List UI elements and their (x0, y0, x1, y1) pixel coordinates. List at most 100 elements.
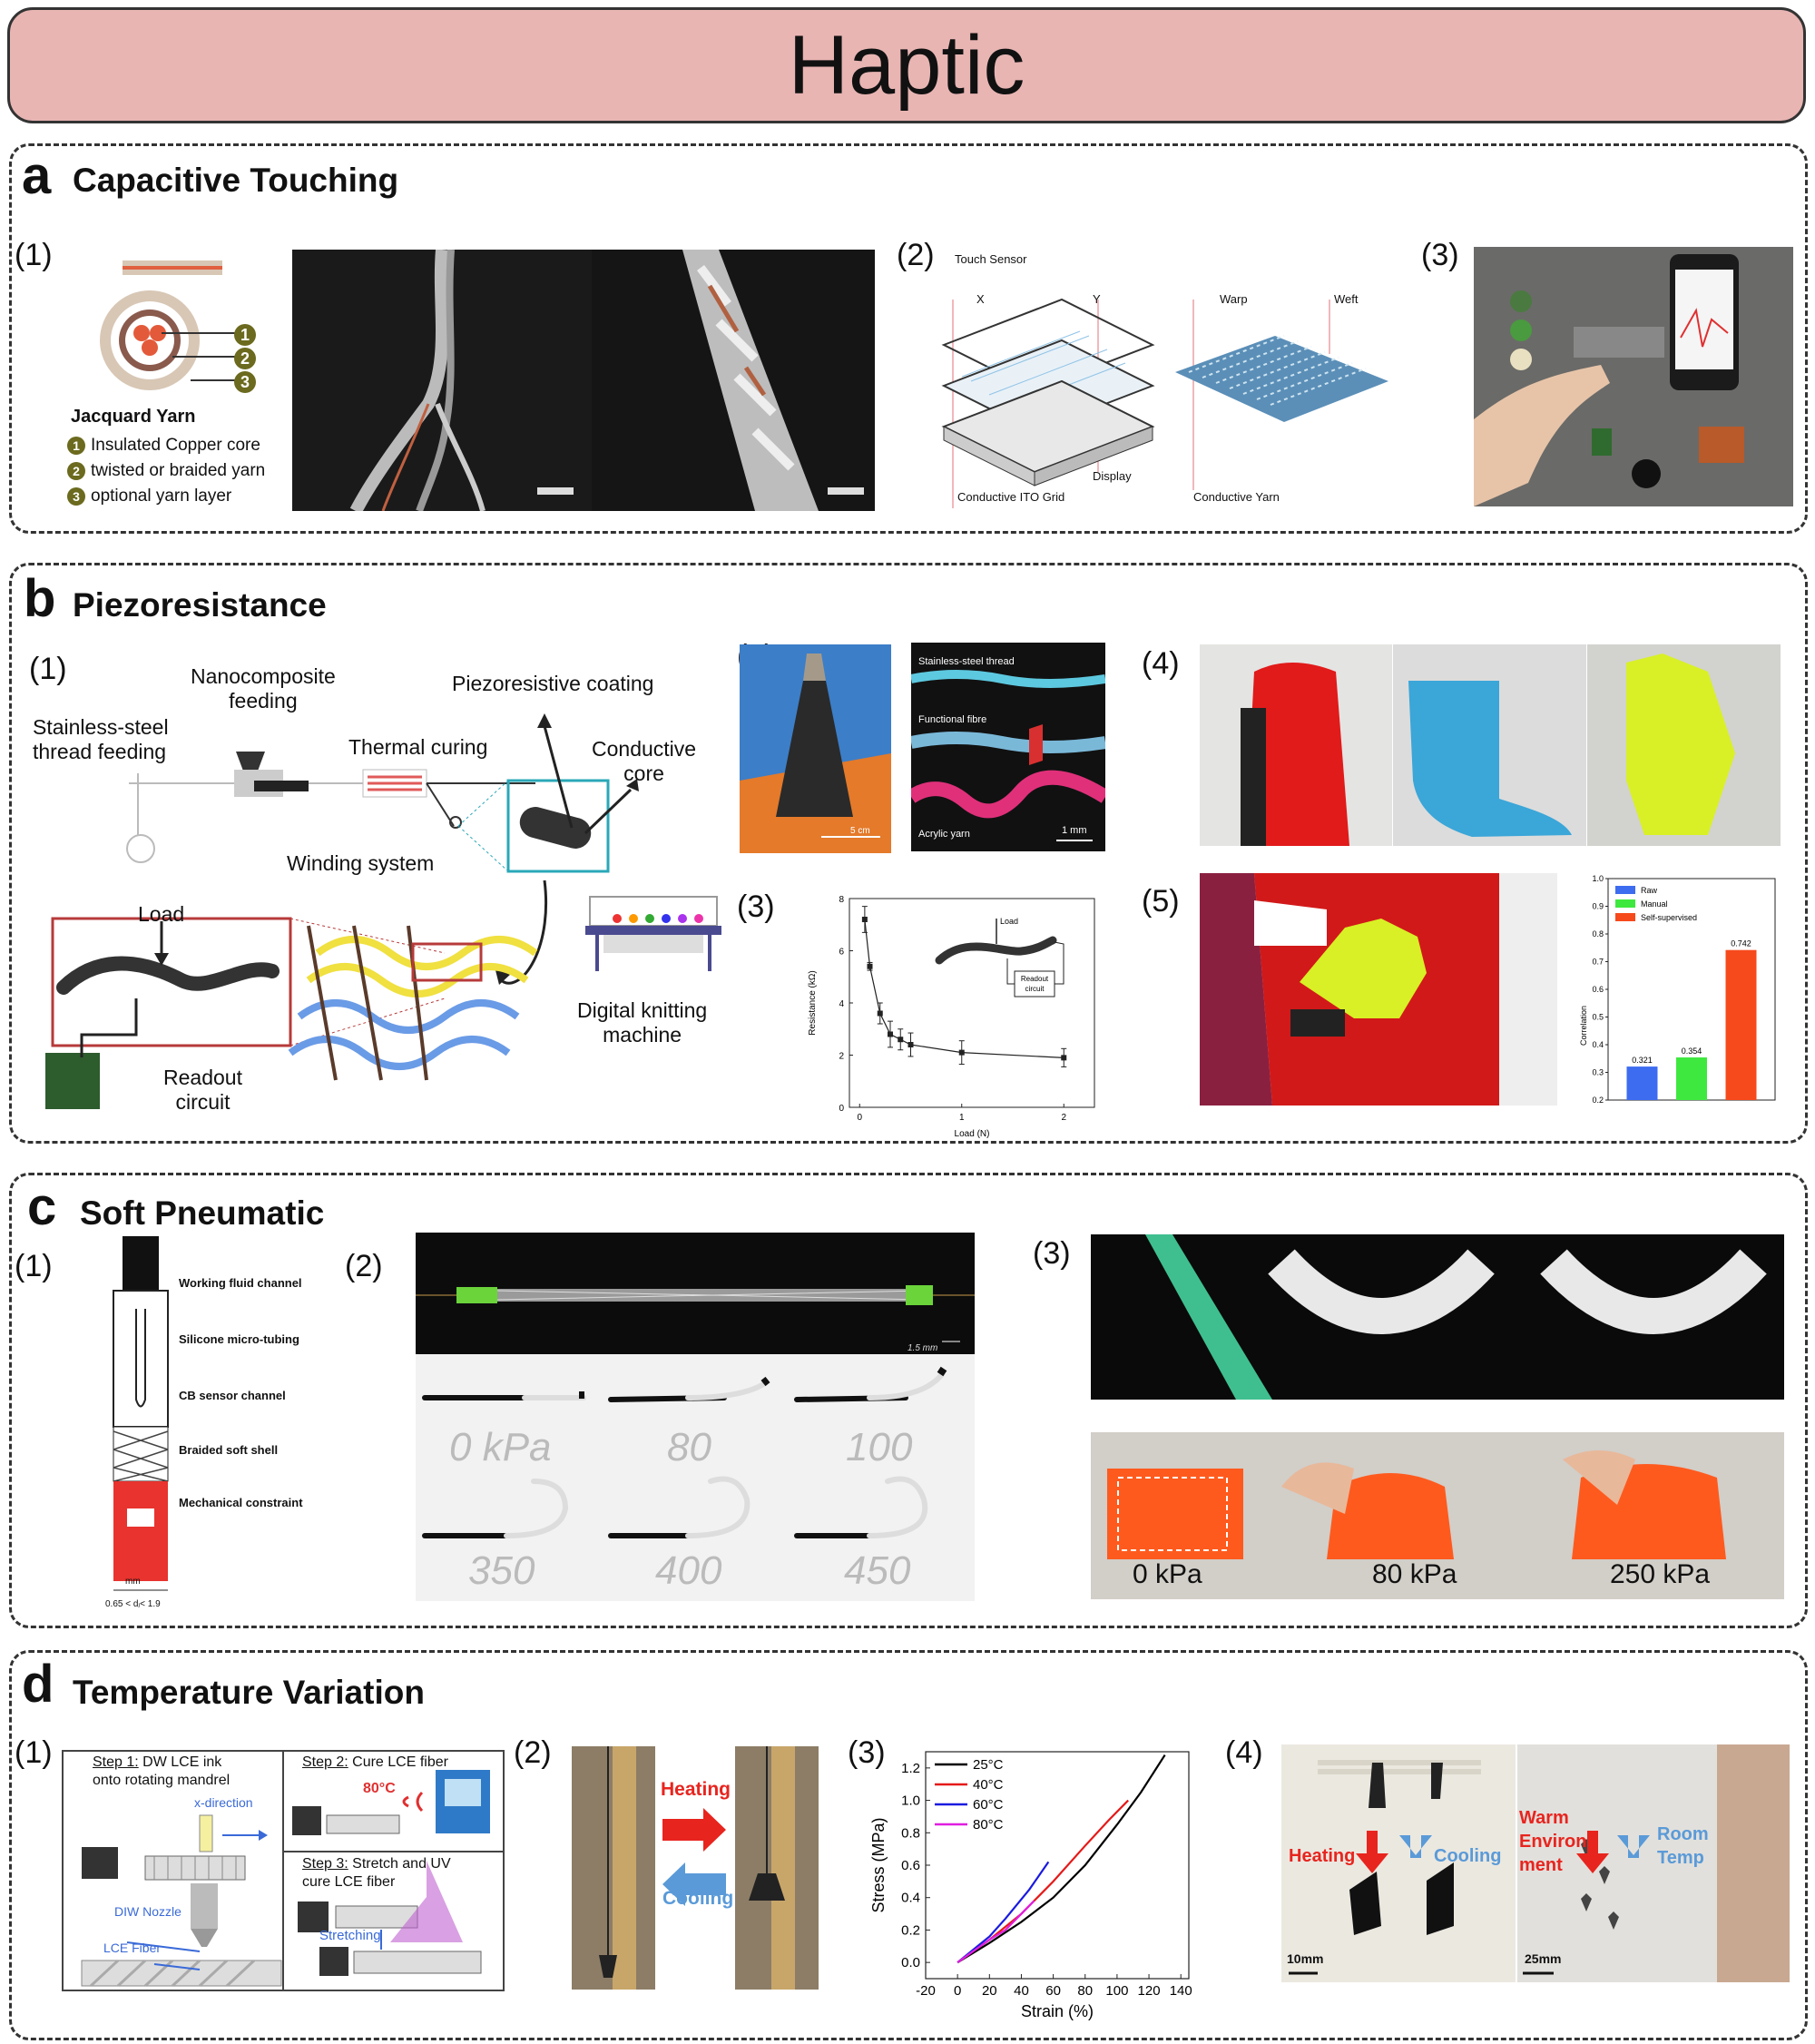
yarn-item-text: optional yarn layer (91, 486, 232, 506)
data-point (867, 963, 873, 969)
bar (1626, 1066, 1658, 1100)
knitting-machine-label: Digital knitting machine (577, 998, 708, 1047)
pressure-label-450: 450 (844, 1548, 911, 1593)
legend-label: 25°C (973, 1757, 1004, 1773)
glove-on-chest-photo (1200, 873, 1557, 1106)
yarn-number-1: 1 (234, 324, 256, 346)
y-axis-label: Resistance (kΩ) (808, 970, 818, 1035)
x-axis-label: Strain (%) (1021, 2002, 1094, 2020)
panel-b-sub5: (5) (1142, 884, 1180, 919)
bar (1725, 949, 1757, 1100)
pressure-label-0: 0 kPa (449, 1425, 552, 1469)
yarn-micrograph-1 (292, 250, 592, 511)
x-tick-label: 120 (1138, 1983, 1161, 1999)
x-tick-label: 40 (1014, 1983, 1029, 1999)
step2-label: Step 2: (302, 1754, 348, 1770)
y-axis-label: Correlation (1579, 1006, 1588, 1046)
display-label: Display (1093, 469, 1132, 483)
y-axis-label: Stress (MPa) (869, 1817, 888, 1912)
y-tick-label: 0.3 (1592, 1068, 1604, 1077)
ito-grid-label: Conductive ITO Grid (957, 490, 1065, 504)
panel-a-sub2: (2) (897, 238, 935, 272)
panel-a-sub3: (3) (1421, 238, 1459, 272)
yarn-item-2: 2 twisted or braided yarn (67, 461, 265, 481)
y-tick-label: 0 (839, 1104, 844, 1114)
legend-label: Self-supervised (1641, 913, 1697, 922)
panel-b-sub4: (4) (1142, 646, 1180, 681)
acrylic-yarn-label: Acrylic yarn (918, 829, 970, 840)
panel-d-letter: d (22, 1655, 54, 1714)
y-tick-label: 0.2 (1592, 1096, 1604, 1105)
inset-readout-label: Readout (1021, 975, 1049, 983)
y-tick-label: 2 (839, 1052, 844, 1062)
x-tick-label: 80 (1077, 1983, 1093, 1999)
cooling-label: Cooling (662, 1888, 734, 1909)
legend-swatch (1615, 886, 1635, 894)
pressure-label-350: 350 (468, 1548, 535, 1593)
step3-desc: Stretch and UV cure LCE fiber (302, 1856, 451, 1890)
pneumatic-fiber-photo: 1.5 mm (416, 1233, 975, 1354)
functional-fibre-label: Functional fibre (918, 714, 986, 725)
pneumatic-actuator-structure (113, 1236, 169, 1591)
data-point (861, 917, 868, 922)
step1-desc: DW LCE ink onto rotating mandrel (93, 1754, 231, 1788)
inset-wire (1006, 941, 1064, 985)
dimension-range: 0.65 < dⱼ< 1.9 (105, 1599, 161, 1609)
y-tick-label: 0.6 (901, 1858, 920, 1873)
data-point (877, 1010, 883, 1017)
y-tick-label: 0.6 (1592, 985, 1604, 994)
yarn-item-number: 1 (67, 437, 85, 455)
legend-swatch (1615, 899, 1635, 908)
panel-c (9, 1173, 1808, 1628)
yarn-item-1: 1 Insulated Copper core (67, 436, 260, 456)
cooling-label-4: Cooling (1434, 1846, 1502, 1866)
lce-heating-photos (572, 1746, 819, 1990)
structure-label-1: Working fluid channel (179, 1276, 302, 1290)
panel-d-sub4: (4) (1225, 1735, 1263, 1770)
piezo-coating-label: Piezoresistive coating (452, 672, 654, 695)
legend-label: 60°C (973, 1797, 1004, 1813)
stretching-label: Stretching (319, 1928, 381, 1943)
structure-label-2: Silicone micro-tubing (179, 1332, 299, 1346)
winding-system-label: Winding system (287, 851, 435, 875)
weft-label: Weft (1334, 292, 1359, 306)
pressure-bending-grid (416, 1354, 975, 1601)
panel-c-title: Soft Pneumatic (80, 1194, 325, 1232)
data-point (888, 1031, 893, 1037)
scale-bar-label: 1.5 mm (908, 1343, 937, 1353)
x-tick-label: 0 (954, 1983, 961, 1999)
scale-5cm: 5 cm (850, 826, 870, 836)
touch-sensor-diagram (941, 298, 1155, 508)
scale-25mm-label: 25mm (1525, 1951, 1562, 1966)
y-tick-label: 0.7 (1592, 958, 1604, 967)
pressure3-label-250: 250 kPa (1610, 1559, 1711, 1589)
data-point (898, 1037, 904, 1043)
structure-label-3: CB sensor channel (179, 1389, 286, 1402)
x-tick-label: 20 (982, 1983, 997, 1999)
yarn-item-number: 2 (67, 462, 85, 480)
bar-value-label: 0.354 (1682, 1047, 1702, 1056)
panel-b-sub1: (1) (29, 652, 67, 686)
heating-label-4: Heating (1289, 1846, 1356, 1866)
y-tick-label: 0.2 (901, 1922, 920, 1938)
panel-a-letter: a (22, 146, 52, 205)
pressure-label-80: 80 (667, 1425, 711, 1469)
panel-a-sub1: (1) (15, 238, 53, 272)
pressure3-label-80: 80 kPa (1372, 1559, 1457, 1589)
series-line (957, 1900, 1035, 1964)
dimension-unit: mm (125, 1577, 141, 1587)
panel-a-title: Capacitive Touching (73, 162, 399, 199)
data-point (908, 1042, 914, 1047)
y-tick-label: 0.8 (901, 1825, 920, 1841)
y-tick-label: 1.0 (901, 1793, 920, 1809)
y-tick-label: 0.4 (1592, 1040, 1604, 1049)
panel-b-title: Piezoresistance (73, 586, 327, 624)
x-axis-label: X (976, 292, 985, 306)
legend-label: 80°C (973, 1817, 1004, 1833)
yarn-micrograph-2 (592, 250, 875, 511)
panel-d-title: Temperature Variation (73, 1674, 425, 1711)
room-temp-label: Room Temp (1657, 1824, 1709, 1868)
plot-frame (849, 898, 1095, 1108)
correlation-bar-chart: 0.20.30.40.50.60.70.80.91.0Correlation0.… (1579, 874, 1776, 1105)
